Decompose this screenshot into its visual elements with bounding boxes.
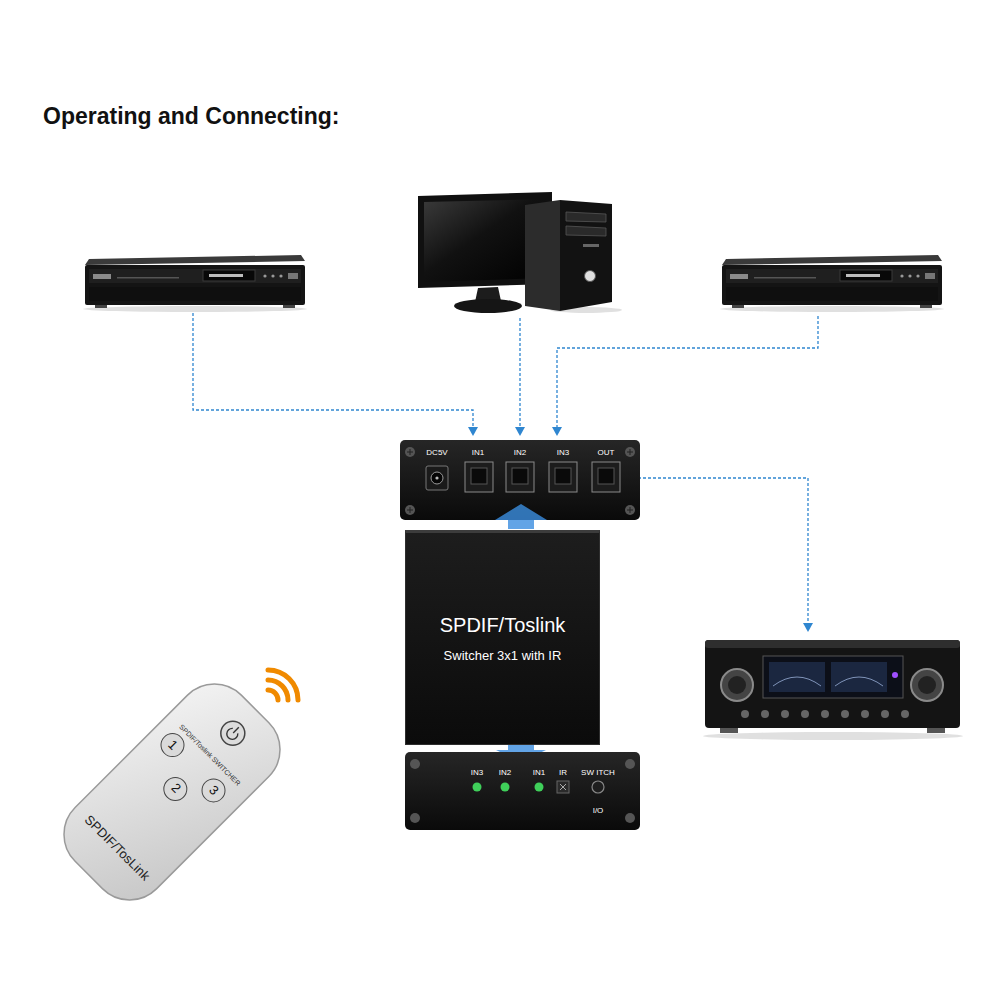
port-label: IN2: [499, 768, 511, 777]
port-label: SW ITCH: [581, 768, 615, 777]
bluray-player: [83, 255, 307, 312]
amplifier: [703, 640, 963, 740]
port-label-wrap: SW ITCH: [581, 762, 615, 778]
title-wrap: Operating and Connecting:: [43, 103, 339, 129]
remote-button: 2: [158, 771, 192, 805]
button-number: 1: [164, 737, 180, 753]
port-label-wrap: IN1: [533, 762, 545, 778]
port-label-wrap: OUT: [598, 442, 615, 458]
box-title: SPDIF/Toslink: [440, 614, 566, 637]
port-label: OUT: [598, 448, 615, 457]
port-label-wrap: IN3: [557, 442, 569, 458]
port-label: DC5V: [426, 448, 447, 457]
remote-model-text: SPDIF/Toslink SWITCHER: [177, 722, 242, 787]
switcher-box: SPDIF/ToslinkSwitcher 3x1 with IR: [405, 530, 600, 745]
remote-brand-text: SPDIF/TosLink: [80, 812, 151, 883]
port-label-wrap: IN3: [471, 762, 483, 778]
button-number: 2: [167, 780, 183, 796]
port-label: IN3: [557, 448, 569, 457]
ir-signal: [268, 670, 298, 700]
front-panel: [405, 752, 640, 830]
box-subtitle: Switcher 3x1 with IR: [444, 649, 562, 664]
remote-text-row: SPDIF/TosLink: [70, 801, 163, 894]
port-label: IN2: [514, 448, 526, 457]
button-number: 3: [205, 782, 221, 798]
port-label-wrap: IN2: [499, 762, 511, 778]
port-label-wrap: IR: [559, 762, 567, 778]
remote-control-body: SPDIF/Toslink SWITCHER SPDIF/TosLink 1 2 3: [48, 668, 295, 915]
port-label-wrap: IN2: [514, 442, 526, 458]
rear-panel: [400, 440, 640, 520]
remote-button: 3: [196, 773, 230, 807]
port-label: IN1: [533, 768, 545, 777]
port-label: IN1: [472, 448, 484, 457]
page-title: Operating and Connecting:: [43, 103, 339, 129]
port-label: I/O: [593, 806, 604, 815]
computer: [418, 192, 622, 313]
port-label-wrap: DC5V: [426, 442, 447, 458]
port-label-wrap: I/O: [593, 800, 604, 816]
remote-control: [48, 668, 295, 915]
port-label: IN3: [471, 768, 483, 777]
port-label: IR: [559, 768, 567, 777]
bluray-player: [720, 255, 944, 312]
port-label-wrap: IN1: [472, 442, 484, 458]
